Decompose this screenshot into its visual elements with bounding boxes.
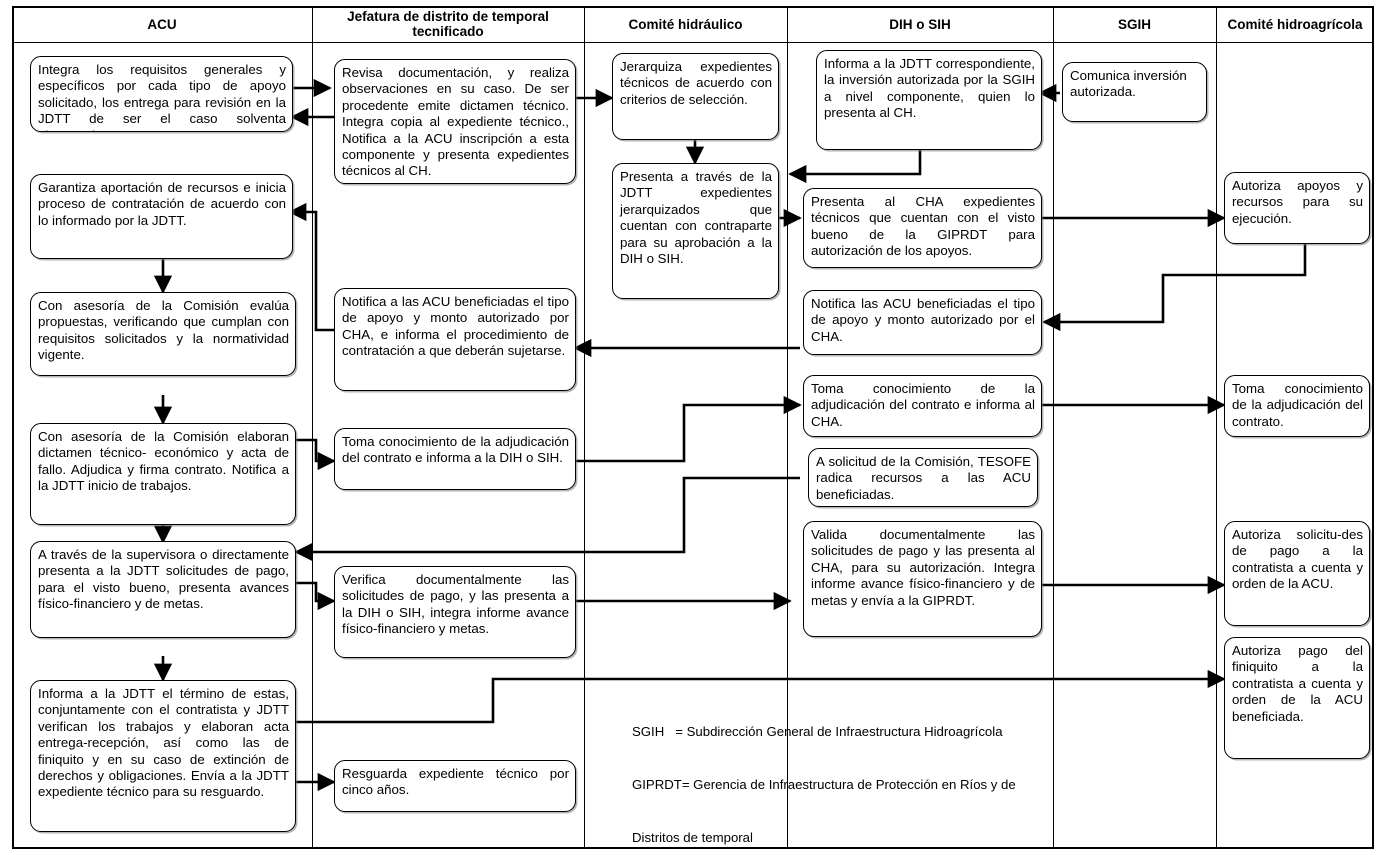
diagram-outer-frame [12, 6, 1374, 849]
node-dih-notifica-acu[interactable]: Notifica las ACU beneficiadas el tipo de… [803, 290, 1042, 355]
node-dih-presenta-cha[interactable]: Presenta al CHA expedientes técnicos que… [803, 188, 1042, 268]
node-jdtt-revisa-documentacion[interactable]: Revisa documentación, y realiza observac… [334, 59, 576, 184]
column-divider-5 [1216, 6, 1217, 849]
column-divider-4 [1053, 6, 1054, 849]
node-jdtt-notifica-acu[interactable]: Notifica a las ACU beneficiadas el tipo … [334, 288, 576, 391]
node-acu-informa-termino[interactable]: Informa a la JDTT el término de estas, c… [30, 680, 296, 832]
legend-line-sgih: SGIH = Subdirección General de Infraestr… [632, 724, 1003, 740]
legend-line-giprdt: GIPRDT= Gerencia de Infraestructura de P… [632, 776, 1016, 792]
node-jdtt-toma-conocimiento[interactable]: Toma conocimiento de la adjudicación del… [334, 428, 576, 490]
node-cha-toma-conocimiento[interactable]: Toma conocimiento de la adjudicación del… [1224, 375, 1370, 437]
column-header-jdtt: Jefatura de distrito de temporal tecnifi… [347, 9, 549, 39]
column-header-dihsih: DIH o SIH [889, 16, 951, 32]
column-divider-2 [584, 6, 585, 849]
node-cha-autoriza-solicitudes[interactable]: Autoriza solicitu-des de pago a la contr… [1224, 521, 1370, 626]
node-ch-presenta-jdtt[interactable]: Presenta a través de la JDTT expedientes… [612, 163, 779, 299]
node-acu-garantiza-aportacion[interactable]: Garantiza aportación de recursos e inici… [30, 174, 293, 259]
node-dih-tesofe-radica[interactable]: A solicitud de la Comisión, TESOFE radic… [808, 448, 1038, 507]
node-acu-evalua-propuestas[interactable]: Con asesoría de la Comisión evalúa propu… [30, 292, 296, 376]
column-divider-1 [312, 6, 313, 849]
node-acu-dictamen-tecnico[interactable]: Con asesoría de la Comisión elaboran dic… [30, 423, 296, 525]
header-separator-rule [12, 42, 1374, 43]
node-acu-solicitudes-pago[interactable]: A través de la supervisora o directament… [30, 541, 296, 638]
node-sgih-comunica-inversion[interactable]: Comunica inversión autorizada. [1062, 62, 1207, 122]
column-header-acu: ACU [147, 16, 177, 32]
node-jdtt-verifica-solicitudes[interactable]: Verifica documentalmente las solicitudes… [334, 566, 576, 658]
node-acu-integra-requisitos[interactable]: Integra los requisitos generales y espec… [30, 56, 293, 132]
column-header-ch: Comité hidráulico [628, 16, 743, 32]
legend-line-giprdt-cont: Distritos de temporal [632, 829, 753, 845]
column-header-sgih: SGIH [1117, 16, 1151, 32]
node-cha-autoriza-finiquito[interactable]: Autoriza pago del finiquito a la contrat… [1224, 637, 1370, 759]
node-cha-autoriza-apoyos[interactable]: Autoriza apoyos y recursos para su ejecu… [1224, 172, 1370, 244]
node-dih-toma-conocimiento[interactable]: Toma conocimiento de la adjudicación del… [803, 375, 1042, 437]
node-dih-informa-jdtt[interactable]: Informa a la JDTT correspondiente, la in… [816, 50, 1042, 150]
abbreviation-legend: SGIH = Subdirección General de Infraestr… [632, 688, 1102, 855]
column-header-cha: Comité hidroagrícola [1227, 16, 1363, 32]
node-jdtt-resguarda-expediente[interactable]: Resguarda expediente técnico por cinco a… [334, 760, 576, 812]
node-dih-valida-solicitudes[interactable]: Valida documentalmente las solicitudes d… [803, 521, 1042, 637]
node-ch-jerarquiza-expedientes[interactable]: Jerarquiza expedientes técnicos de acuer… [612, 53, 779, 140]
